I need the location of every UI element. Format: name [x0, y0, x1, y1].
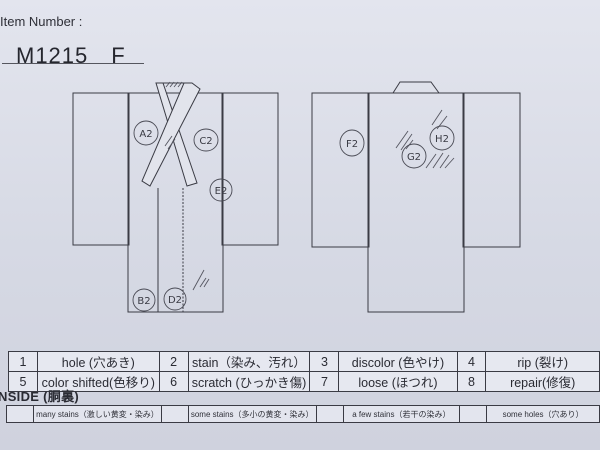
inside-option-some-stains: some stains（多小の黄変・染み）	[187, 405, 317, 423]
legend-num: 7	[309, 371, 340, 392]
kimono-back-diagram	[311, 81, 521, 313]
legend-label: repair(修復)	[485, 371, 600, 392]
legend-row: 5 color shifted(色移り) 6 scratch (ひっかき傷) 7…	[8, 371, 600, 392]
marker-a2: A2	[139, 129, 152, 140]
inside-condition-table: many stains（激しい黄変・染み） some stains（多小の黄変・…	[5, 405, 600, 423]
legend-num: 8	[456, 371, 487, 392]
legend-label: color shifted(色移り)	[36, 371, 160, 392]
marker-h2: H2	[435, 134, 449, 145]
legend-label: scratch (ひっかき傷)	[187, 371, 311, 392]
legend-num: 5	[8, 371, 38, 392]
legend-label: hole (穴あき)	[36, 351, 160, 372]
inside-option-few-stains: a few stains（若干の染み）	[342, 405, 461, 423]
inside-checkbox-some-holes[interactable]	[459, 405, 488, 423]
legend-label: rip (裂け)	[485, 351, 600, 372]
kimono-front-diagram	[72, 81, 279, 313]
item-number-label: Item Number :	[0, 14, 83, 29]
damage-legend-table: 1 hole (穴あき) 2 stain（染み、汚れ） 3 discolor (…	[8, 351, 600, 392]
item-number-underline	[2, 63, 144, 64]
legend-num: 3	[309, 351, 340, 372]
legend-label: discolor (色やけ)	[338, 351, 458, 372]
inside-checkbox-some-stains[interactable]	[160, 405, 189, 423]
inside-option-some-holes: some holes（穴あり）	[486, 405, 600, 423]
legend-num: 6	[158, 371, 189, 392]
marker-g2: G2	[407, 152, 421, 163]
legend-num: 2	[158, 351, 189, 372]
legend-num: 1	[8, 351, 38, 372]
marker-e2: E2	[215, 186, 228, 197]
marker-b2: B2	[137, 296, 150, 307]
legend-row: 1 hole (穴あき) 2 stain（染み、汚れ） 3 discolor (…	[8, 351, 600, 372]
legend-label: loose (ほつれ)	[338, 371, 458, 392]
inside-checkbox-few-stains[interactable]	[315, 405, 344, 423]
legend-label: stain（染み、汚れ）	[187, 351, 311, 372]
legend-num: 4	[456, 351, 487, 372]
inside-checkbox-many-stains[interactable]	[5, 405, 35, 423]
marker-d2: D2	[168, 295, 182, 306]
inside-row: many stains（激しい黄変・染み） some stains（多小の黄変・…	[5, 405, 600, 423]
inside-option-many-stains: many stains（激しい黄変・染み）	[33, 405, 162, 423]
kimono-diagrams: A2 C2 E2 B2 D2 F2 G2 H2	[72, 81, 521, 313]
inside-section-title: NSIDE (胴裏)	[0, 389, 79, 404]
marker-f2: F2	[346, 139, 358, 150]
marker-c2: C2	[199, 136, 212, 147]
